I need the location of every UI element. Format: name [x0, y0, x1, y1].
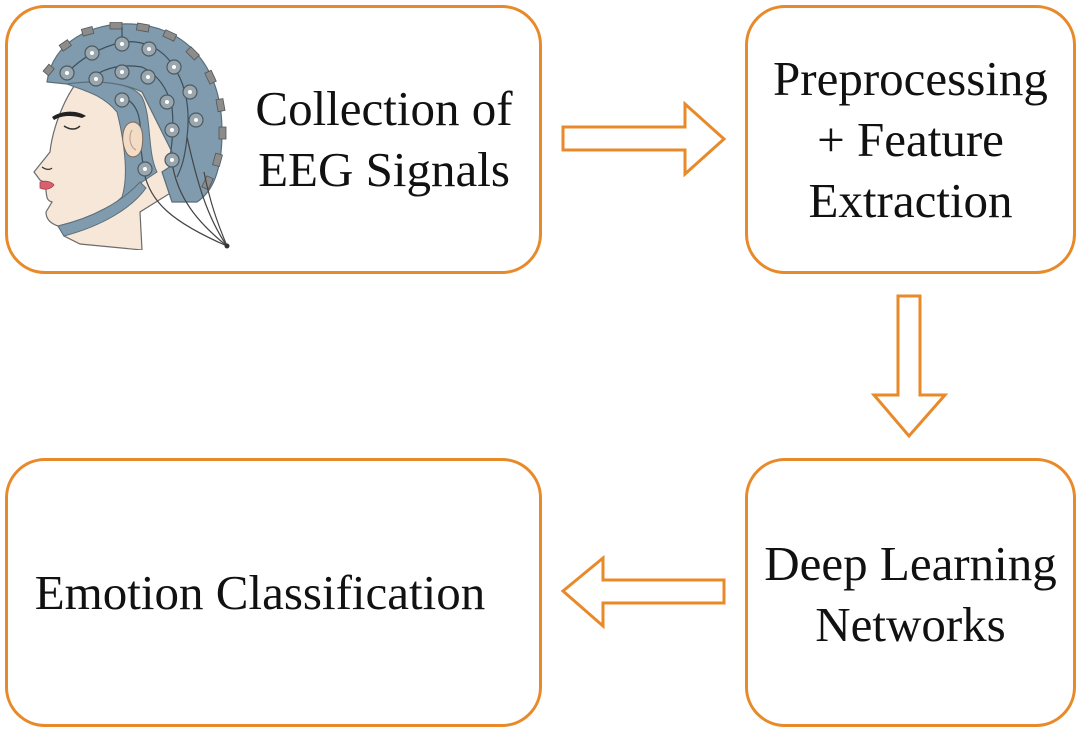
node-deep-learning-networks	[745, 458, 1076, 727]
label-line: Collection of	[255, 81, 513, 136]
node-preprocessing-feature-extraction	[745, 5, 1076, 274]
node-label-deep: Deep Learning Networks	[745, 533, 1076, 655]
eeg-cap-head-icon	[33, 22, 230, 250]
arrow-down-icon	[870, 294, 949, 439]
electrodes	[59, 36, 204, 177]
label-line: Emotion Classification	[34, 565, 486, 620]
label-line: Preprocessing	[773, 51, 1048, 106]
arrow-left-icon	[560, 554, 726, 630]
label-line: Networks	[815, 597, 1006, 652]
node-label-emotion: Emotion Classification	[5, 562, 515, 623]
node-emotion-classification	[5, 458, 542, 727]
label-line: + Feature	[817, 112, 1004, 167]
label-line: Extraction	[808, 173, 1013, 228]
arrow-right-icon	[561, 100, 727, 178]
label-line: Deep Learning	[764, 536, 1057, 591]
label-line: EEG Signals	[258, 142, 510, 197]
node-label-preprocess: Preprocessing + Feature Extraction	[745, 48, 1076, 231]
node-label-collection: Collection of EEG Signals	[244, 78, 524, 200]
